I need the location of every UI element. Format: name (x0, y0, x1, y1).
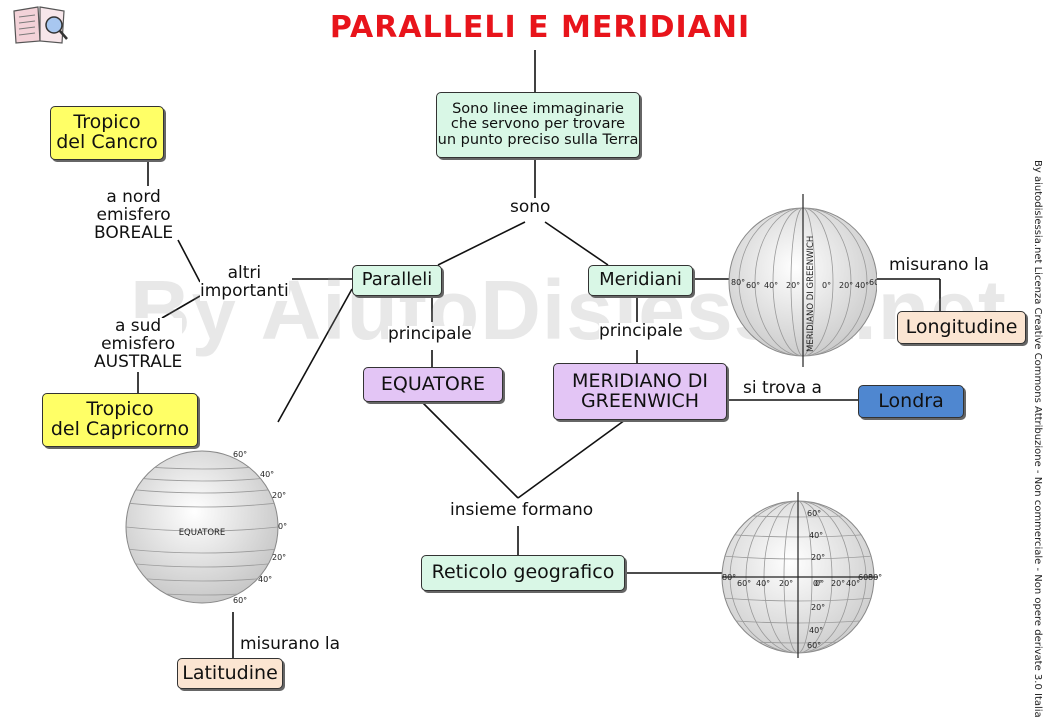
label-emisfero-australe: a sud emisfero AUSTRALE (94, 316, 183, 372)
longitudine-box: Longitudine (897, 311, 1026, 344)
paralleli-box: Paralleli (352, 265, 442, 296)
svg-text:60°: 60° (807, 509, 821, 518)
meridiani-box: Meridiani (588, 265, 693, 296)
label-altri-importanti: altri importanti (200, 263, 289, 301)
label-insieme-formano: insieme formano (450, 500, 594, 520)
svg-text:0°: 0° (822, 281, 831, 290)
label-misurano-latitudine: misurano la (240, 634, 341, 654)
connector-lines (137, 50, 941, 658)
svg-text:0°: 0° (815, 579, 824, 588)
svg-text:80°: 80° (731, 278, 745, 287)
svg-text:20°: 20° (272, 553, 286, 562)
globe-greenwich-label: MERIDIANO DI GREENWICH (806, 236, 816, 352)
svg-text:20°: 20° (779, 579, 793, 588)
svg-text:0°: 0° (278, 522, 287, 531)
svg-text:40°: 40° (809, 531, 823, 540)
label-principale-meridiani: principale (599, 321, 683, 341)
svg-text:80°: 80° (868, 573, 882, 582)
label-sono: sono (510, 197, 551, 217)
svg-text:40°: 40° (260, 470, 274, 479)
svg-text:60°: 60° (807, 641, 821, 650)
londra-box: Londra (858, 385, 964, 418)
svg-text:20°: 20° (786, 281, 800, 290)
svg-text:60°: 60° (233, 450, 247, 459)
svg-text:60°: 60° (869, 278, 877, 287)
svg-text:40°: 40° (756, 579, 770, 588)
label-emisfero-boreale: a nord emisfero BOREALE (94, 187, 174, 243)
svg-text:20°: 20° (831, 579, 845, 588)
globe-meridians: MERIDIANO DI GREENWICH 80° 60° 40° 20° 0… (728, 194, 877, 367)
label-misurano-longitudine: misurano la (889, 255, 990, 275)
svg-text:20°: 20° (811, 603, 825, 612)
globe-parallels: EQUATORE 60° 40° 20° 0° 20° 40° 60° (125, 450, 287, 605)
equatore-box: EQUATORE (363, 367, 503, 402)
svg-text:40°: 40° (855, 281, 869, 290)
svg-text:40°: 40° (258, 575, 272, 584)
latitudine-box: Latitudine (177, 658, 283, 689)
svg-text:60°: 60° (233, 596, 247, 605)
license-credits: By aiutodislessia.net Licenza Creative C… (1032, 160, 1043, 718)
svg-text:0°: 0° (813, 579, 822, 588)
greenwich-box: MERIDIANO DI GREENWICH (553, 363, 727, 420)
svg-text:40°: 40° (809, 626, 823, 635)
book-logo-icon (13, 6, 68, 44)
svg-text:60°: 60° (737, 579, 751, 588)
svg-text:60°: 60° (746, 281, 760, 290)
reticolo-box: Reticolo geografico (421, 555, 625, 591)
svg-text:20°: 20° (839, 281, 853, 290)
globe-grid: 60° 40° 20° 0° 20° 40° 60° 80° 60° 40° 2… (721, 492, 882, 658)
globe-equator-label: EQUATORE (179, 528, 226, 538)
label-si-trova-a: si trova a (743, 378, 822, 398)
svg-text:40°: 40° (846, 579, 860, 588)
svg-text:60°: 60° (858, 573, 872, 582)
page-title: PARALLELI E MERIDIANI (329, 10, 751, 45)
svg-text:40°: 40° (764, 281, 778, 290)
svg-text:20°: 20° (811, 553, 825, 562)
svg-text:80°: 80° (722, 573, 736, 582)
label-principale-paralleli: principale (388, 324, 472, 344)
tropico-cancro-box: Tropico del Cancro (50, 106, 164, 160)
tropico-capricorno-box: Tropico del Capricorno (42, 393, 198, 447)
definition-box: Sono linee immaginarie che servono per t… (436, 92, 640, 158)
svg-text:20°: 20° (272, 491, 286, 500)
